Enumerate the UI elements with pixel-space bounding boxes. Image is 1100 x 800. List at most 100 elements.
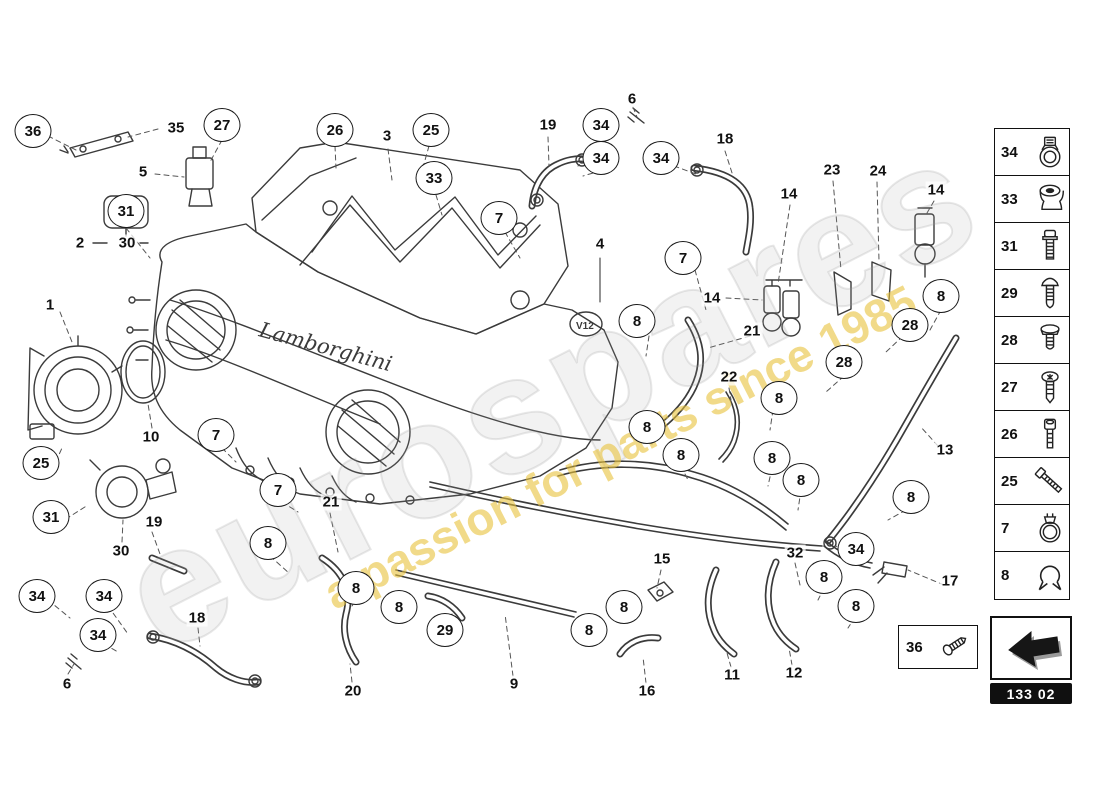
callout-7[interactable]: 7 bbox=[480, 201, 518, 235]
hose-clamp-icon bbox=[1039, 512, 1061, 543]
callout-8[interactable]: 8 bbox=[618, 304, 656, 338]
sidebar-item-25[interactable]: 25 bbox=[995, 458, 1069, 505]
callout-8[interactable]: 8 bbox=[570, 613, 608, 647]
label-9[interactable]: 9 bbox=[507, 675, 521, 693]
sidebar-item-8[interactable]: 8 bbox=[995, 552, 1069, 599]
label-14[interactable]: 14 bbox=[701, 289, 723, 307]
callout-8[interactable]: 8 bbox=[837, 589, 875, 623]
back-arrow-box[interactable] bbox=[990, 616, 1072, 680]
callout-8[interactable]: 8 bbox=[605, 590, 643, 624]
callout-8[interactable]: 8 bbox=[805, 560, 843, 594]
label-2[interactable]: 2 bbox=[73, 234, 87, 252]
sidebar-item-28[interactable]: 28 bbox=[995, 317, 1069, 364]
callout-31[interactable]: 31 bbox=[107, 194, 145, 228]
sidebar-item-29[interactable]: 29 bbox=[995, 270, 1069, 317]
callout-8[interactable]: 8 bbox=[628, 410, 666, 444]
sidebar-item-number: 29 bbox=[1001, 284, 1018, 302]
label-3[interactable]: 3 bbox=[380, 127, 394, 145]
sidebar-item-26[interactable]: 26 bbox=[995, 411, 1069, 458]
callout-8[interactable]: 8 bbox=[249, 526, 287, 560]
sidebar-item-34[interactable]: 34 bbox=[995, 129, 1069, 176]
callout-34[interactable]: 34 bbox=[642, 141, 680, 175]
actuator-valve bbox=[89, 458, 177, 519]
label-18[interactable]: 18 bbox=[714, 130, 736, 148]
label-32[interactable]: 32 bbox=[784, 544, 806, 562]
label-1[interactable]: 1 bbox=[43, 296, 57, 314]
callout-34[interactable]: 34 bbox=[79, 618, 117, 652]
callout-7[interactable]: 7 bbox=[664, 241, 702, 275]
back-arrow-icon bbox=[1008, 631, 1063, 671]
label-14[interactable]: 14 bbox=[778, 185, 800, 203]
label-11[interactable]: 11 bbox=[722, 666, 742, 684]
hose-clamps bbox=[146, 153, 837, 688]
sidebar-item-31[interactable]: 31 bbox=[995, 223, 1069, 270]
label-10[interactable]: 10 bbox=[140, 428, 162, 446]
lamborghini-script: Lamborghini bbox=[256, 317, 395, 376]
label-22[interactable]: 22 bbox=[718, 368, 740, 386]
callout-34[interactable]: 34 bbox=[582, 108, 620, 142]
sidebar-item-number: 7 bbox=[1001, 519, 1010, 537]
label-17[interactable]: 17 bbox=[939, 572, 961, 590]
screw-torx-icon bbox=[1041, 370, 1059, 403]
label-30[interactable]: 30 bbox=[110, 542, 132, 560]
label-35[interactable]: 35 bbox=[165, 119, 187, 137]
label-19[interactable]: 19 bbox=[143, 513, 165, 531]
label-30[interactable]: 30 bbox=[116, 234, 138, 252]
label-5[interactable]: 5 bbox=[136, 163, 150, 181]
label-24[interactable]: 24 bbox=[867, 162, 889, 180]
callout-8[interactable]: 8 bbox=[337, 571, 375, 605]
v12-badge: V12 bbox=[576, 321, 594, 332]
callout-8[interactable]: 8 bbox=[760, 381, 798, 415]
callout-8[interactable]: 8 bbox=[922, 279, 960, 313]
callout-28[interactable]: 28 bbox=[825, 345, 863, 379]
callout-25[interactable]: 25 bbox=[412, 113, 450, 147]
label-6[interactable]: 6 bbox=[625, 90, 639, 108]
label-21[interactable]: 21 bbox=[320, 493, 342, 511]
label-21[interactable]: 21 bbox=[741, 322, 763, 340]
callout-8[interactable]: 8 bbox=[662, 438, 700, 472]
label-4[interactable]: 4 bbox=[593, 235, 607, 253]
label-14[interactable]: 14 bbox=[925, 181, 947, 199]
callout-34[interactable]: 34 bbox=[837, 532, 875, 566]
callout-25[interactable]: 25 bbox=[22, 446, 60, 480]
label-12[interactable]: 12 bbox=[783, 664, 805, 682]
callout-8[interactable]: 8 bbox=[380, 590, 418, 624]
gasket-ring bbox=[120, 340, 166, 404]
legend-36-box[interactable]: 36 bbox=[898, 625, 978, 669]
vacuum-pipes bbox=[395, 391, 873, 618]
screw-flange-icon bbox=[1040, 323, 1060, 350]
sidebar-item-number: 27 bbox=[1001, 378, 1018, 396]
callout-26[interactable]: 26 bbox=[316, 113, 354, 147]
callout-8[interactable]: 8 bbox=[782, 463, 820, 497]
callout-8[interactable]: 8 bbox=[753, 441, 791, 475]
label-16[interactable]: 16 bbox=[636, 682, 658, 700]
callout-31[interactable]: 31 bbox=[32, 500, 70, 534]
hoses bbox=[146, 155, 960, 686]
callout-27[interactable]: 27 bbox=[203, 108, 241, 142]
callout-34[interactable]: 34 bbox=[85, 579, 123, 613]
callout-29[interactable]: 29 bbox=[426, 613, 464, 647]
callout-36[interactable]: 36 bbox=[14, 114, 52, 148]
screw-pan-icon bbox=[1041, 277, 1059, 308]
sidebar-item-33[interactable]: 33 bbox=[995, 176, 1069, 223]
callout-34[interactable]: 34 bbox=[582, 141, 620, 175]
sidebar-item-number: 34 bbox=[1001, 143, 1018, 161]
callout-28[interactable]: 28 bbox=[891, 308, 929, 342]
solenoid-valves bbox=[762, 207, 936, 337]
sidebar-item-7[interactable]: 7 bbox=[995, 505, 1069, 552]
callout-33[interactable]: 33 bbox=[415, 161, 453, 195]
callout-7[interactable]: 7 bbox=[259, 473, 297, 507]
sidebar-item-number: 28 bbox=[1001, 331, 1018, 349]
label-15[interactable]: 15 bbox=[651, 550, 673, 568]
label-13[interactable]: 13 bbox=[934, 441, 956, 459]
label-18[interactable]: 18 bbox=[186, 609, 208, 627]
callout-34[interactable]: 34 bbox=[18, 579, 56, 613]
callout-8[interactable]: 8 bbox=[892, 480, 930, 514]
label-6[interactable]: 6 bbox=[60, 675, 74, 693]
label-23[interactable]: 23 bbox=[821, 161, 843, 179]
sidebar-item-27[interactable]: 27 bbox=[995, 364, 1069, 411]
sidebar-item-number: 25 bbox=[1001, 472, 1018, 490]
callout-7[interactable]: 7 bbox=[197, 418, 235, 452]
label-19[interactable]: 19 bbox=[537, 116, 559, 134]
label-20[interactable]: 20 bbox=[342, 682, 364, 700]
